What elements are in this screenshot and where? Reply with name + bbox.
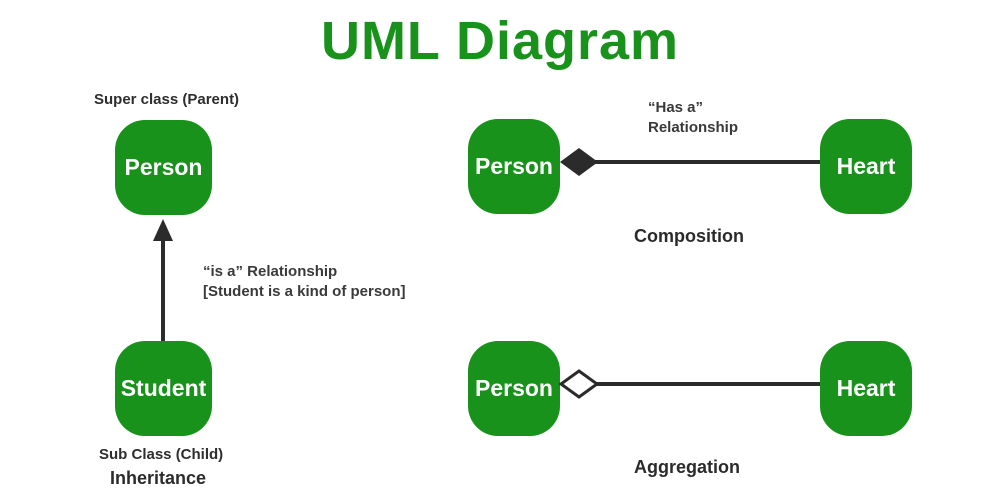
aggregation-heart-node-label: Heart xyxy=(836,375,896,401)
composition-person-node: Person xyxy=(468,119,560,214)
hollow-diamond-icon xyxy=(558,369,600,399)
sub-class-label: Sub Class (Child) xyxy=(99,446,224,463)
inheritance-student-node-label: Student xyxy=(120,375,207,401)
aggregation-caption: Aggregation xyxy=(634,457,740,477)
inheritance-relationship-line1: “is a” Relationship xyxy=(203,263,338,280)
composition-connector xyxy=(560,148,823,176)
composition-heart-node: Heart xyxy=(820,119,912,214)
inheritance-person-node-label: Person xyxy=(124,154,203,180)
inheritance-relationship-line2: [Student is a kind of person] xyxy=(203,283,406,300)
inheritance-arrow-icon xyxy=(153,219,173,341)
super-class-label: Super class (Parent) xyxy=(94,91,240,108)
composition-relationship-text: “Has a” Relationship xyxy=(648,98,738,138)
inheritance-caption: Inheritance xyxy=(110,468,207,488)
composition-person-node-label: Person xyxy=(475,153,553,179)
composition-caption: Composition xyxy=(634,226,744,246)
page-title: UML Diagram xyxy=(320,11,680,71)
composition-relationship-line2: Relationship xyxy=(648,119,739,136)
composition-heart-node-label: Heart xyxy=(836,153,896,179)
inheritance-student-node: Student xyxy=(115,341,212,436)
aggregation-person-node-label: Person xyxy=(475,375,553,401)
aggregation-heart-node: Heart xyxy=(820,341,912,436)
composition-relationship-line1: “Has a” xyxy=(648,99,704,116)
aggregation-connector xyxy=(558,369,823,399)
aggregation-person-node: Person xyxy=(468,341,560,436)
filled-diamond-icon xyxy=(560,148,598,176)
inheritance-person-node: Person xyxy=(115,120,212,215)
inheritance-relationship-text: “is a” Relationship [Student is a kind o… xyxy=(203,262,406,302)
